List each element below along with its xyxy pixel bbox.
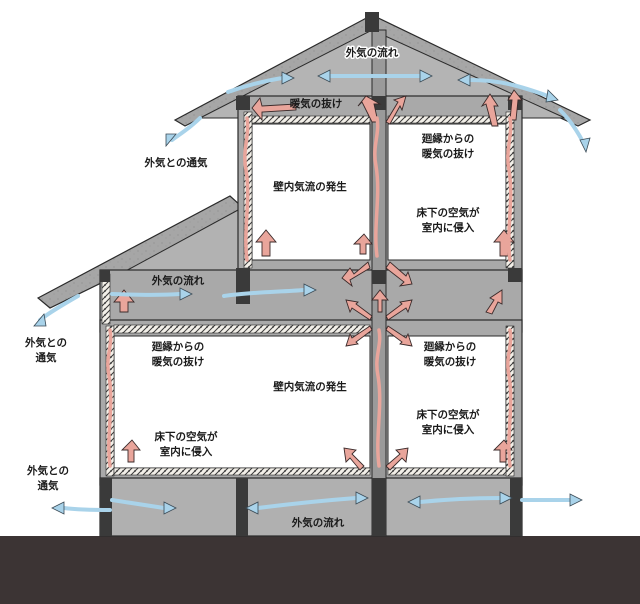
label-lower-left-underfloor-2: 室内に侵入 xyxy=(160,445,213,458)
ground xyxy=(0,536,640,604)
warm-air-arrows xyxy=(113,89,523,471)
lower-left-room xyxy=(113,335,371,469)
label-lower-wall-flow: 壁内気流の発生 xyxy=(273,380,347,393)
lower-right-room xyxy=(387,335,507,469)
label-underfloor-outside-flow: 外気の流れ xyxy=(291,516,345,529)
cool-arrow-heads xyxy=(33,69,591,515)
svg-text:外気の流れ: 外気の流れ xyxy=(345,46,399,59)
label-left-outside-vent-low-1: 外気との xyxy=(26,464,69,477)
upper-right-room xyxy=(387,123,507,261)
label-left-outside-vent-mid-2: 通気 xyxy=(36,351,57,364)
label-lower-left-perimeter-1: 廻縁からの xyxy=(151,340,205,353)
label-warm-air-exit: 暖気の抜け xyxy=(290,97,343,110)
label-lower-left-perimeter-2: 暖気の抜け xyxy=(152,355,205,368)
label-lower-right-perimeter-1: 廻縁からの xyxy=(423,340,477,353)
label-left-outside-vent-low-2: 通気 xyxy=(38,479,59,492)
label-lower-right-underfloor-2: 室内に侵入 xyxy=(422,423,475,436)
label-left-outside-vent-mid-1: 外気との xyxy=(24,336,67,349)
label-lower-right-perimeter-2: 暖気の抜け xyxy=(424,355,477,368)
in-wall-airflow xyxy=(106,116,513,468)
label-upper-right-underfloor-1: 床下の空気が xyxy=(417,206,480,219)
label-lower-right-underfloor-1: 床下の空気が xyxy=(417,408,480,421)
label-upper-right-underfloor-2: 室内に侵入 xyxy=(422,221,475,234)
label-lower-left-underfloor-1: 床下の空気が xyxy=(155,430,218,443)
label-upper-right-perimeter-1: 廻縁からの xyxy=(421,132,475,145)
label-mid-outside-flow: 外気の流れ xyxy=(151,274,205,287)
label-upper-right-perimeter-2: 暖気の抜け xyxy=(422,147,475,160)
label-upper-wall-flow: 壁内気流の発生 xyxy=(273,180,347,193)
label-left-outside-vent-upper: 外気との通気 xyxy=(144,156,208,169)
label-roof-outside-flow: 外気の流れ xyxy=(345,46,399,59)
label-group: 外気の流れ 外気の流れ 暖気の抜け 外気との通気 壁内気流の発生 廻縁からの 暖… xyxy=(24,45,480,530)
